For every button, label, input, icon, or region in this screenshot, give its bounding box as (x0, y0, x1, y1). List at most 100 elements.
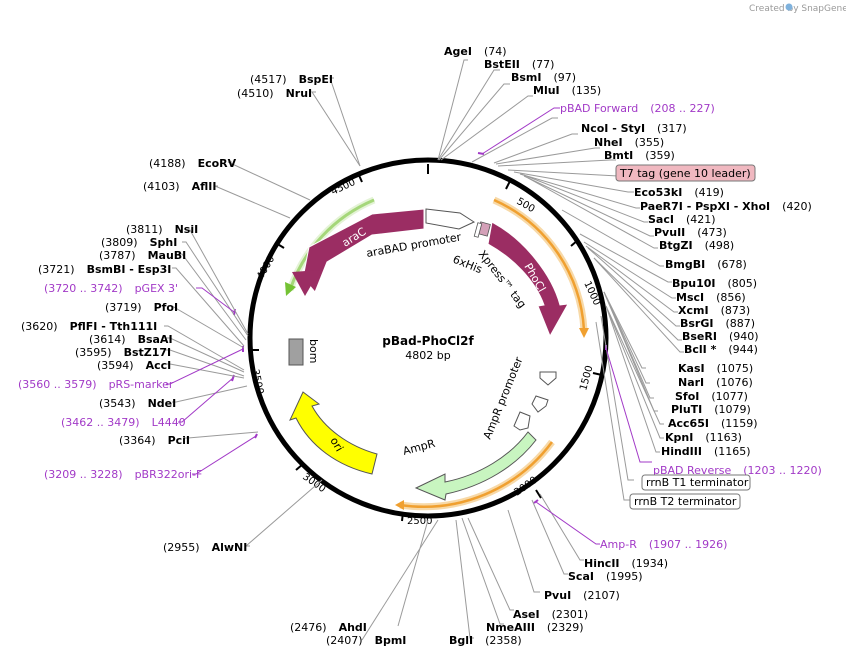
enzyme-nsii: (3811)NsiI (126, 223, 198, 236)
enzyme-bmgbi: BmgBI(678) (665, 258, 747, 271)
phocl-orf-arc (493, 198, 586, 331)
rrnb-t2-box (629, 493, 741, 510)
enzyme-maubi: (3787)MauBI (99, 249, 186, 262)
enzyme-hincii: HincII(1934) (584, 557, 668, 570)
enzyme-ncoi-styi: NcoI - StyI(317) (581, 122, 687, 135)
ampr-orf-arrowhead (395, 500, 404, 510)
primer-prs-marker: (3560 .. 3579)pRS-marker (18, 378, 174, 391)
bom-label: bom (307, 339, 320, 363)
arac-orf-arrowhead (285, 282, 296, 296)
enzyme-nmeaiii: NmeAIII(2329) (486, 621, 584, 634)
plasmid-size: 4802 bp (405, 349, 450, 362)
rrnb-t2-label: rrnB T2 terminator (634, 495, 737, 508)
enzyme-bstz17i: (3595)BstZ17I (75, 346, 171, 359)
rrnb-t1-box (641, 474, 751, 491)
enzyme-pvui: PvuI(2107) (544, 589, 620, 602)
snapgene-watermark: Created by SnapGene (749, 3, 846, 14)
enzyme-kpni: KpnI(1163) (665, 431, 742, 444)
enzyme-agei: AgeI(74) (444, 45, 507, 58)
svg-text:Created by SnapGene: Created by SnapGene (749, 4, 846, 14)
enzyme-mlui: MluI(135) (533, 84, 601, 97)
phocl-feature (487, 221, 569, 338)
enzyme-alwni: (2955)AlwNI (163, 541, 247, 554)
snapgene-logo-icon (785, 3, 793, 11)
ampr-promoter-feature (513, 411, 531, 431)
ampr-label: AmpR (401, 437, 436, 458)
enzyme-bspei: (4517)BspEI (250, 73, 333, 86)
enzyme-bgli: BglI(2358) (449, 634, 522, 647)
enzyme-msci: MscI(856) (676, 291, 746, 304)
phocl-orf-arrowhead (579, 328, 589, 338)
enzyme-pfoi: (3719)PfoI (105, 301, 178, 314)
enzyme-hindiii: HindIII(1165) (661, 445, 751, 458)
primer-pbad-forward: pBAD Forward(208 .. 227) (560, 102, 715, 115)
tick-2000 (535, 489, 542, 499)
enzyme-ecorv: (4188)EcoRV (149, 157, 237, 170)
tick-3000 (295, 463, 304, 471)
ampr-feature (414, 431, 537, 501)
rrnb-t1-terminator-feature (539, 371, 557, 386)
enzyme-acc65i: Acc65I(1159) (668, 417, 758, 430)
primer-l4440: (3462 .. 3479)L4440 (61, 416, 186, 429)
enzyme-sfoi: SfoI(1077) (675, 390, 748, 403)
enzyme-bcli: BclI *(944) (684, 343, 758, 356)
tick-500 (505, 180, 511, 190)
primer-pbad-reverse: pBAD Reverse(1203 .. 1220) (653, 464, 822, 477)
enzyme-nrui: (4510)NruI (237, 87, 312, 100)
leader-lines (164, 59, 684, 641)
arabad-promoter-label: araBAD promoter (365, 230, 462, 260)
t7-tag-feature (473, 222, 483, 238)
enzyme-eco53ki: Eco53kI(419) (634, 186, 724, 199)
enzyme-saci: SacI(421) (648, 213, 716, 226)
tick-2500 (401, 511, 404, 522)
tick-4000 (275, 242, 285, 249)
tick-4500 (357, 172, 363, 183)
scale-ticks (250, 164, 603, 522)
primer-amp-r: Amp-R(1907 .. 1926) (600, 538, 727, 551)
enzyme-bsmi: BsmI(97) (511, 71, 576, 84)
enzyme-paer7i: PaeR7I - PspXI - XhoI(420) (640, 200, 812, 213)
enzyme-ndei: (3543)NdeI (99, 397, 176, 410)
enzyme-acci: (3594)AccI (97, 359, 171, 372)
primer-leader-lines (166, 107, 652, 545)
enzyme-nari: NarI(1076) (678, 376, 753, 389)
primer-pbr322ori-f: (3209 .. 3228)pBR322ori-F (44, 468, 202, 481)
enzyme-bmti: BmtI(359) (604, 149, 675, 162)
enzyme-pflfi-tth111i: (3620)PflFI - Tth111I (21, 320, 157, 333)
tick-label-2500: 2500 (407, 516, 432, 527)
enzyme-bpu10i: Bpu10I(805) (672, 277, 757, 290)
plasmid-name: pBad-PhoCl2f (382, 334, 474, 348)
enzyme-bsrgi: BsrGI(887) (680, 317, 755, 330)
arabad-promoter-feature (425, 208, 476, 230)
enzyme-bpmi: (2407)BpmI (326, 634, 406, 647)
enzyme-scai: ScaI(1995) (568, 570, 643, 583)
enzyme-bsteii: BstEII(77) (484, 58, 554, 71)
enzyme-xcmi: XcmI(873) (678, 304, 750, 317)
backbone-circle (247, 157, 609, 519)
tick-label-4000: 4000 (255, 254, 277, 282)
tick-1500 (592, 372, 603, 376)
t7-tag-box (615, 164, 756, 182)
tick-label-3500: 3500 (249, 368, 265, 395)
enzyme-aflii: (4103)AflII (143, 180, 216, 193)
primer-pgex3: (3720 .. 3742)pGEX 3' (44, 282, 178, 295)
enzyme-pvuii: PvuII(473) (654, 226, 727, 239)
tick-label-1500: 1500 (578, 364, 595, 391)
rrnb-t1-label: rrnB T1 terminator (646, 476, 749, 489)
ampr-orf-arc (399, 441, 554, 508)
ori-feature (289, 391, 378, 475)
t7-tag-label: T7 tag (gene 10 leader) (619, 167, 751, 180)
enzyme-pluti: PluTI(1079) (671, 403, 751, 416)
enzyme-bsmbi-esp3i: (3721)BsmBI - Esp3I (38, 263, 171, 276)
rrnb-t2-terminator-feature (531, 395, 549, 413)
enzyme-bseri: BseRI(940) (682, 330, 759, 343)
ori-label: ori (327, 435, 345, 454)
enzyme-asei: AseI(2301) (513, 608, 588, 621)
enzyme-pcii: (3364)PciI (119, 434, 190, 447)
enzyme-sphi: (3809)SphI (101, 236, 177, 249)
arac-arrowhead (292, 270, 320, 296)
enzyme-ahdi: (2476)AhdI (290, 621, 367, 634)
arac-feature (302, 208, 425, 293)
enzyme-kasi: KasI(1075) (678, 362, 753, 375)
